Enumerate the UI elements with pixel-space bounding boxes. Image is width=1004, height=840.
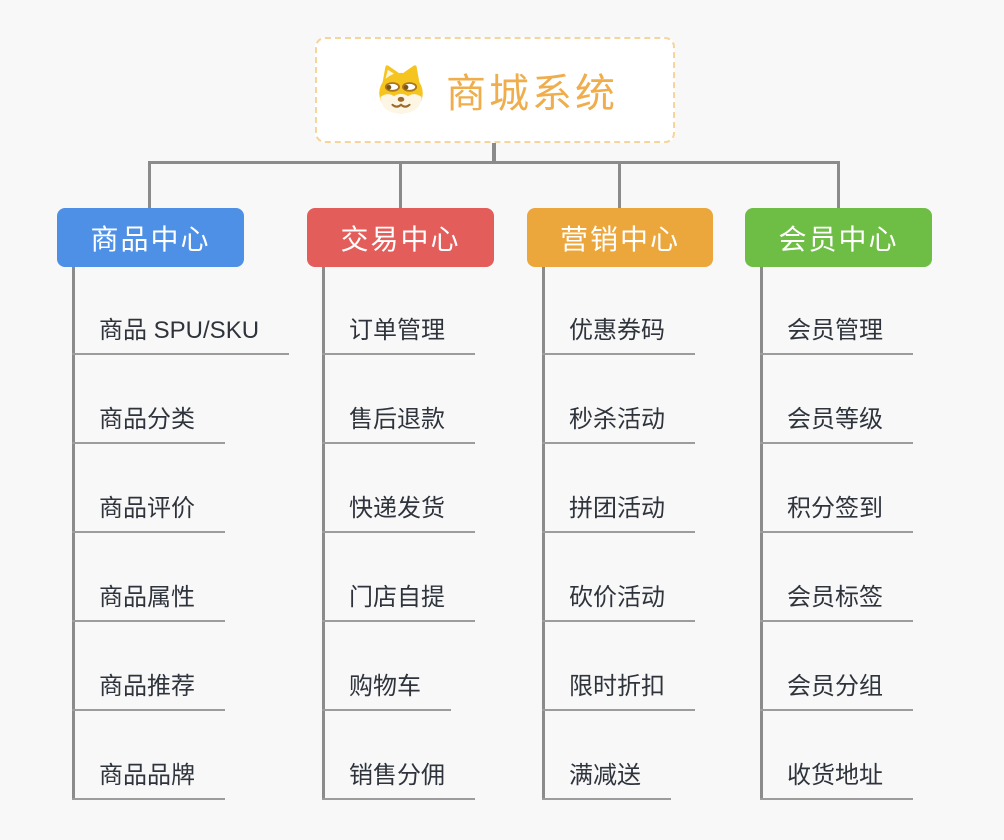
leaf-node[interactable]: 商品评价 bbox=[72, 494, 225, 533]
leaf-row: 满减送 bbox=[542, 711, 695, 800]
leaf-row: 会员标签 bbox=[760, 533, 913, 622]
leaf-row: 优惠券码 bbox=[542, 267, 695, 355]
leaf-node[interactable]: 积分签到 bbox=[760, 494, 913, 533]
leaf-row: 快递发货 bbox=[322, 444, 475, 533]
branch-node-marketing-center[interactable]: 营销中心 bbox=[527, 208, 713, 267]
leaf-row: 商品属性 bbox=[72, 533, 289, 622]
leaf-column-marketing: 优惠券码 秒杀活动 拼团活动 砍价活动 限时折扣 满减送 bbox=[542, 267, 695, 800]
branch-node-trade-center[interactable]: 交易中心 bbox=[307, 208, 494, 267]
leaf-row: 秒杀活动 bbox=[542, 355, 695, 444]
root-title: 商城系统 bbox=[446, 72, 618, 116]
leaf-node[interactable]: 会员等级 bbox=[760, 405, 913, 444]
leaf-row: 订单管理 bbox=[322, 267, 475, 355]
leaf-node[interactable]: 商品推荐 bbox=[72, 672, 225, 711]
leaf-node[interactable]: 销售分佣 bbox=[322, 761, 475, 800]
leaf-row: 会员分组 bbox=[760, 622, 913, 711]
leaf-node[interactable]: 售后退款 bbox=[322, 405, 475, 444]
drop-line-member bbox=[837, 162, 840, 210]
leaf-row: 限时折扣 bbox=[542, 622, 695, 711]
leaf-row: 商品推荐 bbox=[72, 622, 289, 711]
leaf-node[interactable]: 满减送 bbox=[542, 761, 671, 800]
root-node-mall-system[interactable]: 商城系统 bbox=[315, 37, 675, 143]
dog-face-icon bbox=[379, 65, 423, 114]
leaf-column-member: 会员管理 会员等级 积分签到 会员标签 会员分组 收货地址 bbox=[760, 267, 913, 800]
leaf-node[interactable]: 门店自提 bbox=[322, 583, 475, 622]
leaf-row: 收货地址 bbox=[760, 711, 913, 800]
leaf-row: 商品品牌 bbox=[72, 711, 289, 800]
drop-line-marketing bbox=[618, 162, 621, 210]
leaf-node[interactable]: 秒杀活动 bbox=[542, 405, 695, 444]
leaf-row: 商品 SPU/SKU bbox=[72, 267, 290, 355]
leaf-row: 砍价活动 bbox=[542, 533, 695, 622]
leaf-row: 积分签到 bbox=[760, 444, 913, 533]
drop-line-product bbox=[148, 162, 151, 210]
leaf-node[interactable]: 拼团活动 bbox=[542, 494, 695, 533]
leaf-node[interactable]: 商品 SPU/SKU bbox=[72, 316, 290, 355]
branch-node-member-center[interactable]: 会员中心 bbox=[745, 208, 932, 267]
leaf-node[interactable]: 限时折扣 bbox=[542, 672, 695, 711]
branch-bus-line bbox=[148, 161, 840, 164]
leaf-row: 会员管理 bbox=[760, 267, 913, 355]
leaf-row: 购物车 bbox=[322, 622, 475, 711]
leaf-node[interactable]: 快递发货 bbox=[322, 494, 475, 533]
leaf-node[interactable]: 商品属性 bbox=[72, 583, 225, 622]
leaf-row: 商品分类 bbox=[72, 355, 289, 444]
branch-node-product-center[interactable]: 商品中心 bbox=[57, 208, 244, 267]
leaf-node[interactable]: 商品品牌 bbox=[72, 761, 225, 800]
leaf-node[interactable]: 优惠券码 bbox=[542, 316, 695, 355]
leaf-column-trade: 订单管理 售后退款 快递发货 门店自提 购物车 销售分佣 bbox=[322, 267, 475, 800]
leaf-node[interactable]: 会员标签 bbox=[760, 583, 913, 622]
leaf-row: 会员等级 bbox=[760, 355, 913, 444]
leaf-row: 商品评价 bbox=[72, 444, 289, 533]
leaf-node[interactable]: 商品分类 bbox=[72, 405, 225, 444]
leaf-node[interactable]: 收货地址 bbox=[760, 761, 913, 800]
leaf-node[interactable]: 购物车 bbox=[322, 672, 451, 711]
leaf-row: 拼团活动 bbox=[542, 444, 695, 533]
leaf-row: 销售分佣 bbox=[322, 711, 475, 800]
leaf-row: 门店自提 bbox=[322, 533, 475, 622]
leaf-node[interactable]: 会员分组 bbox=[760, 672, 913, 711]
leaf-node[interactable]: 会员管理 bbox=[760, 316, 913, 355]
drop-line-trade bbox=[399, 162, 402, 210]
leaf-node[interactable]: 订单管理 bbox=[322, 316, 475, 355]
leaf-row: 售后退款 bbox=[322, 355, 475, 444]
root-stem-line bbox=[492, 143, 496, 163]
leaf-node[interactable]: 砍价活动 bbox=[542, 583, 695, 622]
leaf-column-product: 商品 SPU/SKU 商品分类 商品评价 商品属性 商品推荐 商品品牌 bbox=[72, 267, 290, 800]
